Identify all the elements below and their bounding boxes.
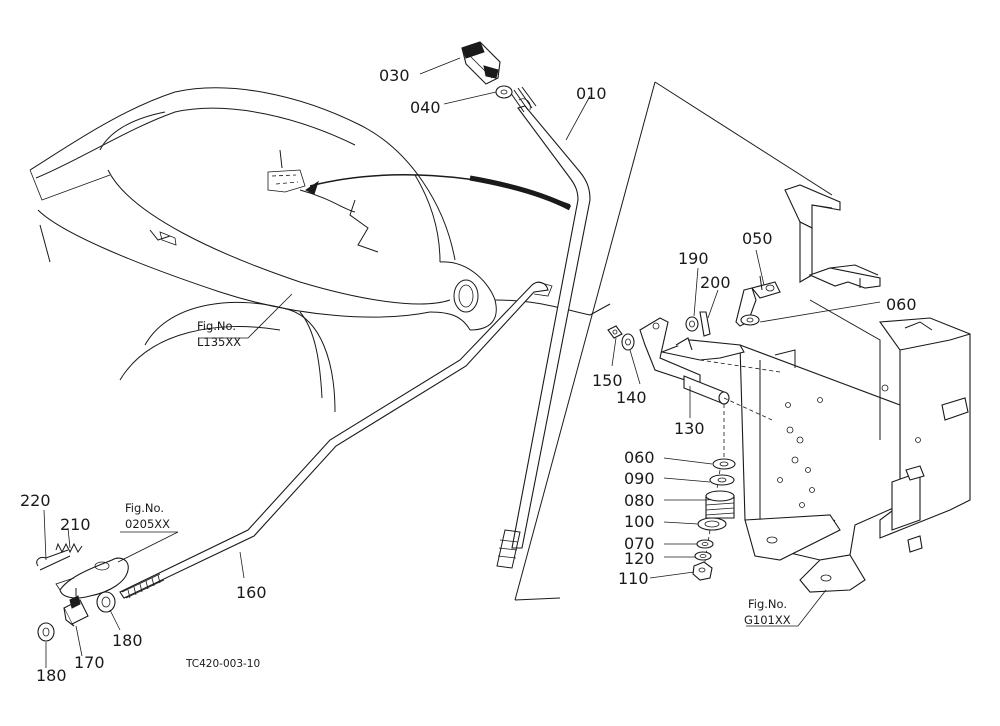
cable-arrow xyxy=(305,180,319,195)
leader-lines xyxy=(43,57,881,668)
label-160: 160 xyxy=(236,583,267,602)
label-190: 190 xyxy=(678,249,709,268)
throttle-rod-160 xyxy=(119,281,553,599)
dashboard-panel xyxy=(514,81,833,601)
label-090: 090 xyxy=(624,469,655,488)
label-070: 070 xyxy=(624,534,655,553)
fig-ref-0205-title: Fig.No. xyxy=(125,501,164,515)
fig-ref-g101-title: Fig.No. xyxy=(748,597,787,611)
label-170: 170 xyxy=(74,653,105,672)
label-150: 150 xyxy=(592,371,623,390)
label-210: 210 xyxy=(60,515,91,534)
fender-assembly xyxy=(29,87,611,413)
washers-140-150 xyxy=(607,325,635,351)
fig-ref-g101-code: G101XX xyxy=(744,613,791,627)
label-010: 010 xyxy=(576,84,607,103)
hand-throttle-lever-rod xyxy=(496,86,591,569)
label-140: 140 xyxy=(616,388,647,407)
nut-040 xyxy=(495,85,513,99)
label-100: 100 xyxy=(624,512,655,531)
label-060-stack: 060 xyxy=(624,448,655,467)
label-120: 120 xyxy=(624,549,655,568)
label-030: 030 xyxy=(379,66,410,85)
throttle-cable-dark-section xyxy=(469,175,572,211)
label-110: 110 xyxy=(618,569,649,588)
fig-ref-l135-code: L135XX xyxy=(197,335,241,349)
pedal-bracket-g101 xyxy=(739,184,971,593)
fig-ref-0205-code: 0205XX xyxy=(125,517,170,531)
linkage-hardware-left xyxy=(36,542,129,642)
label-050: 050 xyxy=(742,229,773,248)
label-200: 200 xyxy=(700,273,731,292)
label-130: 130 xyxy=(674,419,705,438)
label-080: 080 xyxy=(624,491,655,510)
drawing-code: TC420-003-10 xyxy=(185,658,260,670)
fig-ref-l135-title: Fig.No. xyxy=(197,319,236,333)
label-220: 220 xyxy=(20,491,51,510)
part-number-labels: 030 040 010 050 190 200 060 150 140 130 … xyxy=(20,66,917,685)
throttle-lever-130 xyxy=(639,317,781,421)
spring-washer-stack xyxy=(692,404,736,581)
label-180-upper: 180 xyxy=(112,631,143,650)
label-040: 040 xyxy=(410,98,441,117)
washers-190-200-060 xyxy=(685,311,760,337)
label-060-top: 060 xyxy=(886,295,917,314)
knob-030 xyxy=(461,41,501,85)
figure-references: Fig.No. L135XX Fig.No. 0205XX Fig.No. G1… xyxy=(125,319,791,627)
label-180-lower: 180 xyxy=(36,666,67,685)
